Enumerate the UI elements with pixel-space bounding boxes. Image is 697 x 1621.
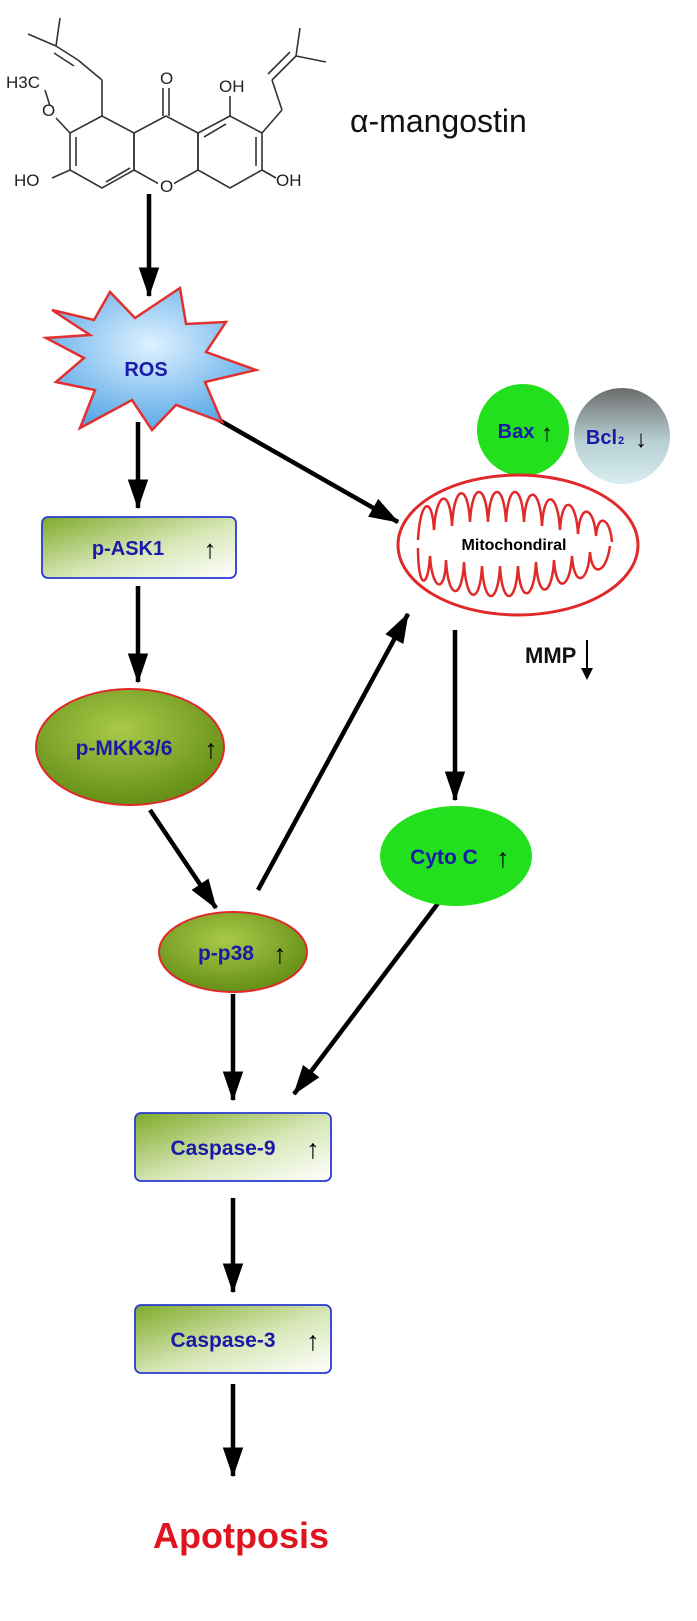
arrow-mkk-to-p38: [148, 808, 218, 910]
up-arrow-icon: ↑: [306, 1134, 320, 1164]
mmp-label: MMP: [525, 643, 576, 668]
p-mkk-node: p-MKK3/6 ↑: [35, 688, 225, 806]
p-ask1-node: p-ASK1 ↑: [41, 516, 237, 579]
mmp-indicator: MMP: [525, 640, 593, 680]
mitochondria-label: Mitochondiral: [462, 537, 567, 554]
caspase-3-node: Caspase-3 ↑: [134, 1304, 332, 1374]
arrow-ros-to-mito: [203, 410, 400, 524]
apoptosis-label: Apotposis: [153, 1515, 329, 1556]
ho-left-label: HO: [14, 171, 40, 190]
down-arrow-icon: ↓: [635, 426, 647, 453]
mitochondria-node: Mitochondiral: [396, 473, 640, 617]
caspase-3-label: Caspase-3: [170, 1329, 275, 1352]
arrow-p38-to-mito: [256, 612, 410, 892]
cyto-c-label: Cyto C: [410, 846, 478, 869]
molecule-structure: H3C O O OH HO O OH: [6, 17, 327, 196]
p-mkk-label: p-MKK3/6: [76, 737, 173, 760]
up-arrow-icon: ↑: [204, 734, 218, 764]
methoxy-o-label: O: [42, 101, 55, 120]
ros-starburst: [41, 285, 261, 432]
ros-node: ROS: [41, 285, 261, 432]
up-arrow-icon: ↑: [541, 420, 553, 447]
caspase-9-node: Caspase-9 ↑: [134, 1112, 332, 1182]
bcl2-node: Bcl 2 ↓: [574, 388, 670, 484]
up-arrow-icon: ↑: [496, 843, 510, 873]
h3c-label: H3C: [6, 73, 40, 92]
arrows: [127, 194, 466, 1478]
up-arrow-icon: ↑: [306, 1326, 320, 1356]
caspase-9-label: Caspase-9: [170, 1137, 275, 1160]
oh-right-label: OH: [276, 171, 302, 190]
bcl2-subscript: 2: [618, 435, 624, 447]
ros-label: ROS: [124, 359, 167, 381]
ring-o-label: O: [160, 177, 173, 196]
cristae: [416, 490, 614, 598]
p-ask1-label: p-ASK1: [92, 538, 164, 560]
p-p38-label: p-p38: [198, 942, 254, 965]
compound-name: α-mangostin: [350, 103, 527, 139]
down-arrow-icon: [581, 668, 593, 680]
up-arrow-icon: ↑: [204, 534, 217, 564]
oh-top-label: OH: [219, 77, 245, 96]
cyto-c-node: Cyto C ↑: [380, 806, 532, 906]
carbonyl-o-label: O: [160, 69, 173, 88]
bcl2-label: Bcl: [586, 427, 617, 449]
up-arrow-icon: ↑: [273, 939, 287, 969]
bax-label: Bax: [498, 421, 535, 443]
p-p38-node: p-p38 ↑: [158, 911, 308, 993]
bax-node: Bax ↑: [477, 384, 569, 476]
arrow-cytoc-to-casp9: [292, 896, 444, 1096]
